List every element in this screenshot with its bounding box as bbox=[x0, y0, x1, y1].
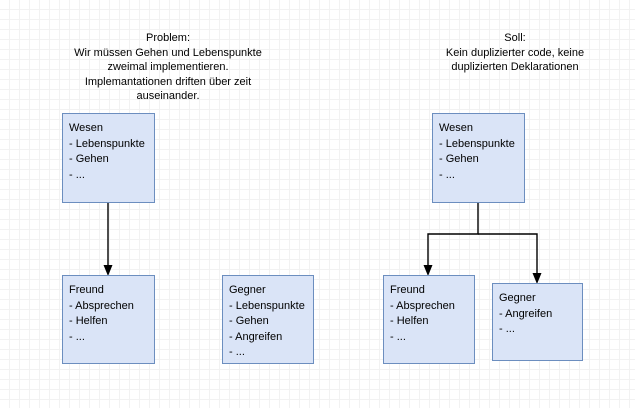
node-left-gegner[interactable]: Gegner - Lebenspunkte - Gehen - Angreife… bbox=[222, 275, 314, 364]
node-left-wesen[interactable]: Wesen - Lebenspunkte - Gehen - ... bbox=[62, 113, 155, 203]
node-right-wesen[interactable]: Wesen - Lebenspunkte - Gehen - ... bbox=[432, 113, 525, 203]
node-left-gegner-text: Gegner - Lebenspunkte - Gehen - Angreife… bbox=[229, 284, 305, 358]
left-caption: Problem: Wir müssen Gehen und Lebenspunk… bbox=[74, 32, 262, 102]
left-inheritance-arrow bbox=[103, 203, 113, 276]
right-inheritance-arrow-gegner bbox=[478, 233, 542, 284]
node-right-freund-text: Freund - Absprechen - Helfen - ... bbox=[390, 284, 455, 343]
node-right-gegner[interactable]: Gegner - Angreifen - ... bbox=[492, 283, 583, 361]
node-right-wesen-text: Wesen - Lebenspunkte - Gehen - ... bbox=[439, 122, 515, 181]
right-caption: Soll: Kein duplizierter code, keine dupl… bbox=[445, 32, 585, 73]
node-right-freund[interactable]: Freund - Absprechen - Helfen - ... bbox=[383, 275, 475, 364]
node-left-freund[interactable]: Freund - Absprechen - Helfen - ... bbox=[62, 275, 155, 364]
node-left-freund-text: Freund - Absprechen - Helfen - ... bbox=[69, 284, 134, 343]
node-left-wesen-text: Wesen - Lebenspunkte - Gehen - ... bbox=[69, 122, 145, 181]
right-inheritance-arrow-freund bbox=[423, 203, 479, 276]
node-right-gegner-text: Gegner - Angreifen - ... bbox=[499, 292, 553, 335]
